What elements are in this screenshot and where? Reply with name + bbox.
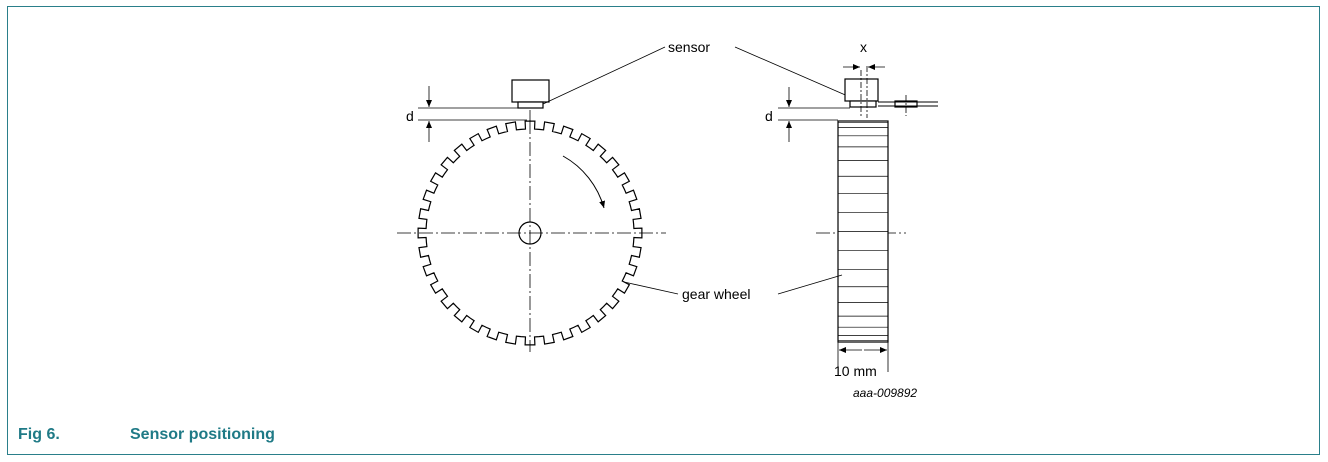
d-dimension-left — [418, 86, 527, 142]
d-dimension-right — [778, 87, 850, 142]
gear-wheel-leader-left — [623, 281, 679, 295]
sensor-leader-left — [542, 46, 666, 105]
width-label: 10 mm — [834, 363, 877, 379]
gear-side-view — [816, 120, 906, 343]
x-label: x — [860, 39, 867, 55]
gear-side-teeth — [838, 122, 888, 341]
sensor-side — [844, 66, 938, 118]
gear-wheel-leader-right — [777, 274, 843, 295]
gear-outline — [417, 120, 643, 346]
sensor-front — [511, 79, 550, 122]
d-label-right: d — [765, 108, 773, 124]
gear-front-view — [397, 120, 666, 352]
sensor-label: sensor — [668, 39, 710, 55]
d-label-left: d — [406, 108, 414, 124]
figure-code: aaa-009892 — [853, 386, 917, 400]
sensor-leader-right — [734, 46, 867, 105]
figure-frame — [7, 6, 1320, 455]
figure-number: Fig 6. — [18, 426, 60, 443]
gear-wheel-label: gear wheel — [682, 286, 751, 302]
width-dimension — [837, 342, 889, 372]
figure-title: Sensor positioning — [130, 426, 275, 443]
gear-hub — [518, 221, 542, 245]
figure-caption: Fig 6. Sensor positioning — [18, 426, 275, 444]
rotation-arrow — [562, 155, 606, 209]
